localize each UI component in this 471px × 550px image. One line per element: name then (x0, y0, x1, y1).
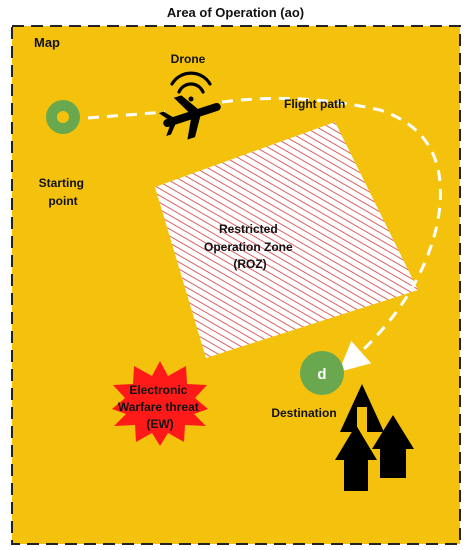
wifi-signal-icon (170, 71, 212, 102)
building-arrows-icon (335, 384, 414, 491)
starting-point-line2: point (48, 194, 77, 208)
roz-label-line3: (ROZ) (233, 257, 266, 271)
flight-path (87, 96, 442, 362)
ew-threat-line1: Electronic (129, 383, 187, 397)
map-label: Map (34, 35, 60, 50)
destination-label: Destination (271, 406, 336, 420)
starting-point-line1: Starting (39, 176, 84, 190)
roz-label-line1: Restricted (219, 222, 278, 236)
ew-threat-line3: (EW) (146, 417, 173, 431)
roz-label: Restricted Operation Zone (ROZ) (204, 222, 296, 271)
starburst-icon (112, 361, 208, 446)
drone-airplane-icon (158, 95, 221, 140)
restricted-operation-zone (155, 122, 418, 358)
destination-circle-icon (300, 351, 344, 395)
ew-threat-line2: Warfare threat (118, 400, 199, 414)
destination-marker: d (317, 366, 326, 383)
ew-threat-label: Electronic Warfare threat (EW) (118, 383, 202, 431)
roz-label-line2: Operation Zone (204, 240, 293, 254)
flight-path-label: Flight path (284, 97, 345, 111)
page-title: Area of Operation (ao) (166, 5, 305, 20)
drone-label: Drone (171, 52, 206, 66)
starting-point-label: Starting point (39, 176, 88, 208)
start-point-icon (46, 100, 80, 134)
